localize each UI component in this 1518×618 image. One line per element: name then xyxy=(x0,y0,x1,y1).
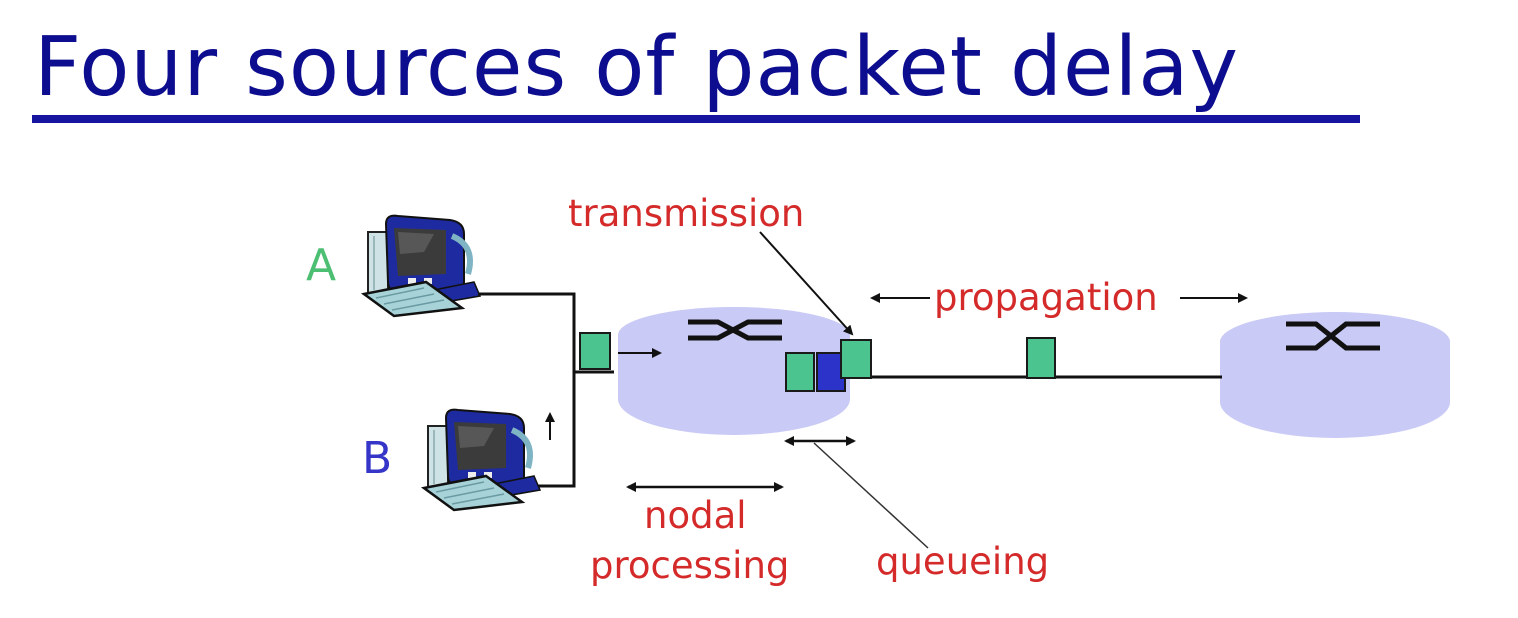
packet-arriving xyxy=(579,332,611,370)
queueing-pointer xyxy=(813,442,929,549)
transmission-pointer xyxy=(759,231,854,336)
queueing-label: queueing xyxy=(876,540,1050,583)
packet-propagating xyxy=(1026,337,1056,379)
router-switch-icon xyxy=(1286,321,1380,351)
slide-title: Four sources of packet delay xyxy=(34,20,1240,115)
transmission-label: transmission xyxy=(568,192,805,235)
host-a-label: A xyxy=(306,240,337,291)
computer-a-icon xyxy=(360,214,482,318)
router-1 xyxy=(618,307,850,435)
link-host-a xyxy=(478,292,576,488)
packet-transmitting xyxy=(840,339,872,379)
host-b-label: B xyxy=(362,433,393,484)
processing-label: processing xyxy=(590,544,790,587)
propagation-label: propagation xyxy=(934,276,1158,319)
packet-queued-green xyxy=(785,352,815,392)
router-switch-icon xyxy=(688,319,782,341)
computer-b-icon xyxy=(420,408,542,512)
title-underline xyxy=(32,115,1360,123)
nodal-label: nodal xyxy=(644,494,747,537)
